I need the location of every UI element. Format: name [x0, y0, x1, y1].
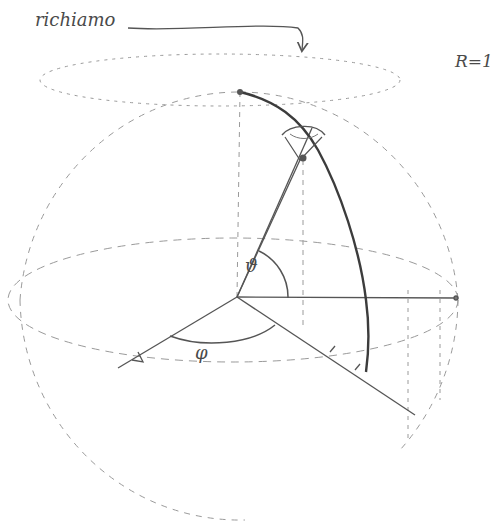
radius-line: [237, 160, 300, 297]
cap-lines: [285, 137, 322, 160]
theta-arc: [259, 251, 288, 298]
tick: [355, 364, 360, 370]
sketch-label: φ: [195, 343, 208, 363]
tick: [330, 346, 335, 352]
meridian-arc: [240, 92, 369, 372]
sphere-outline: [20, 92, 240, 300]
axis-tick: [132, 352, 143, 362]
sphere-outline: [400, 300, 458, 450]
leader-arrow: [128, 26, 303, 50]
sphere-outline: [240, 92, 458, 300]
cap-arc: [282, 126, 325, 135]
projection-line: [303, 160, 304, 330]
sketch-label: ϑ: [245, 256, 258, 276]
phi-arc: [170, 325, 275, 343]
radius-line: [237, 128, 312, 297]
projection-line: [440, 290, 441, 400]
x-axis: [118, 297, 237, 368]
sketch-label: richiamo: [35, 10, 115, 30]
sphere-point: [300, 155, 307, 162]
y-axis: [237, 297, 456, 298]
projection-line: [408, 290, 409, 440]
pole-point: [237, 89, 243, 95]
latitude-ellipse: [40, 54, 400, 106]
vertical-axis: [237, 92, 240, 297]
sketch-label: R=1: [455, 52, 493, 71]
cap-arc: [290, 134, 318, 139]
meridian-plane-line: [237, 297, 415, 415]
sphere-outline: [20, 300, 245, 520]
axis-dot: [454, 296, 458, 300]
